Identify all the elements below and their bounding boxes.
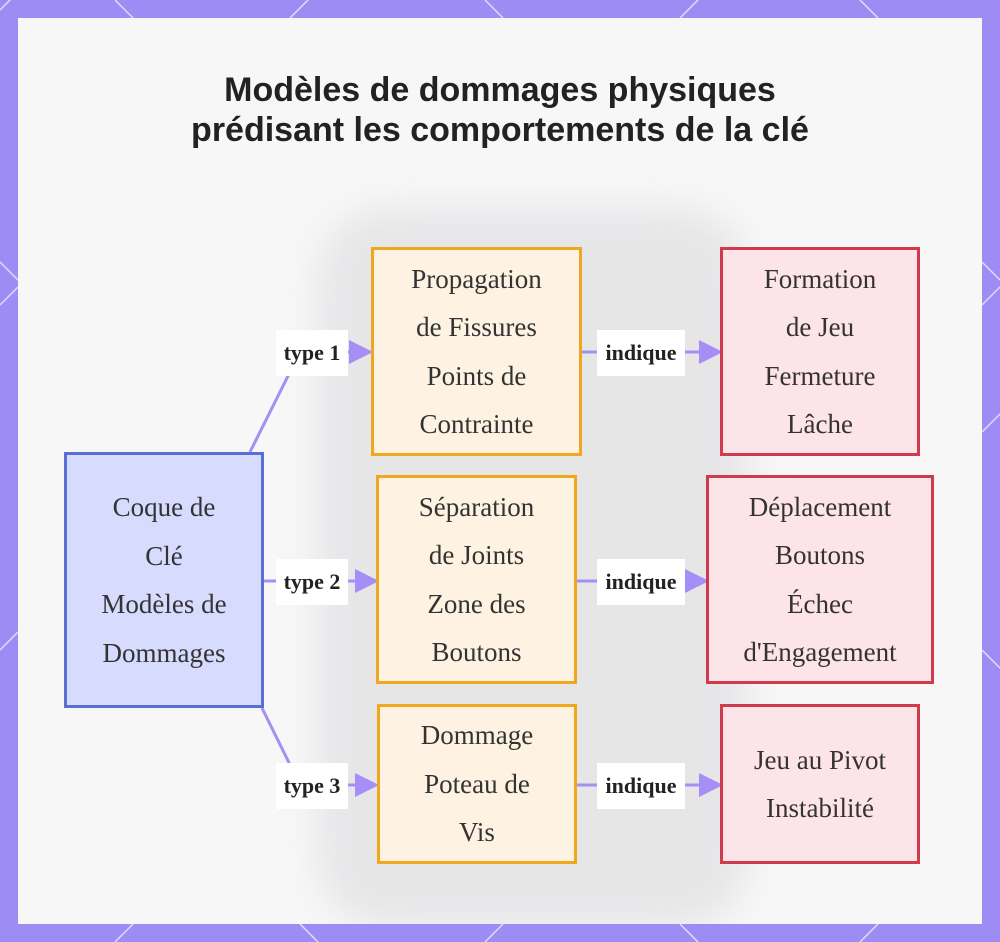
edge-label-type3: type 3 xyxy=(276,763,348,809)
node-play-formation: Formation de Jeu Fermeture Lâche xyxy=(720,247,920,456)
node-pivot-play: Jeu au Pivot Instabilité xyxy=(720,704,920,864)
edge-label-type2: type 2 xyxy=(276,559,348,605)
node-pivot-play-label: Jeu au Pivot Instabilité xyxy=(754,744,886,824)
diagram-title: Modèles de dommages physiques prédisant … xyxy=(191,71,809,149)
node-play-formation-label: Formation de Jeu Fermeture Lâche xyxy=(763,263,877,440)
node-button-displacement-label: Déplacement Boutons Échec d'Engagement xyxy=(743,491,897,668)
node-joint-separation: Séparation de Joints Zone des Boutons xyxy=(376,475,577,684)
node-joint-separation-label: Séparation de Joints Zone des Boutons xyxy=(418,491,535,668)
edge-label-type1: type 1 xyxy=(276,330,348,376)
node-root: Coque de Clé Modèles de Dommages xyxy=(64,452,264,708)
edge-label-indique3: indique xyxy=(597,763,685,809)
node-screw-post-damage: Dommage Poteau de Vis xyxy=(377,704,577,864)
edge-label-indique2: indique xyxy=(597,559,685,605)
node-screw-post-damage-label: Dommage Poteau de Vis xyxy=(420,720,534,848)
node-crack-propagation-label: Propagation de Fissures Points de Contra… xyxy=(411,263,542,440)
edge-label-indique1: indique xyxy=(597,330,685,376)
node-button-displacement: Déplacement Boutons Échec d'Engagement xyxy=(706,475,934,684)
node-crack-propagation: Propagation de Fissures Points de Contra… xyxy=(371,247,582,456)
node-root-label: Coque de Clé Modèles de Dommages xyxy=(101,492,227,668)
